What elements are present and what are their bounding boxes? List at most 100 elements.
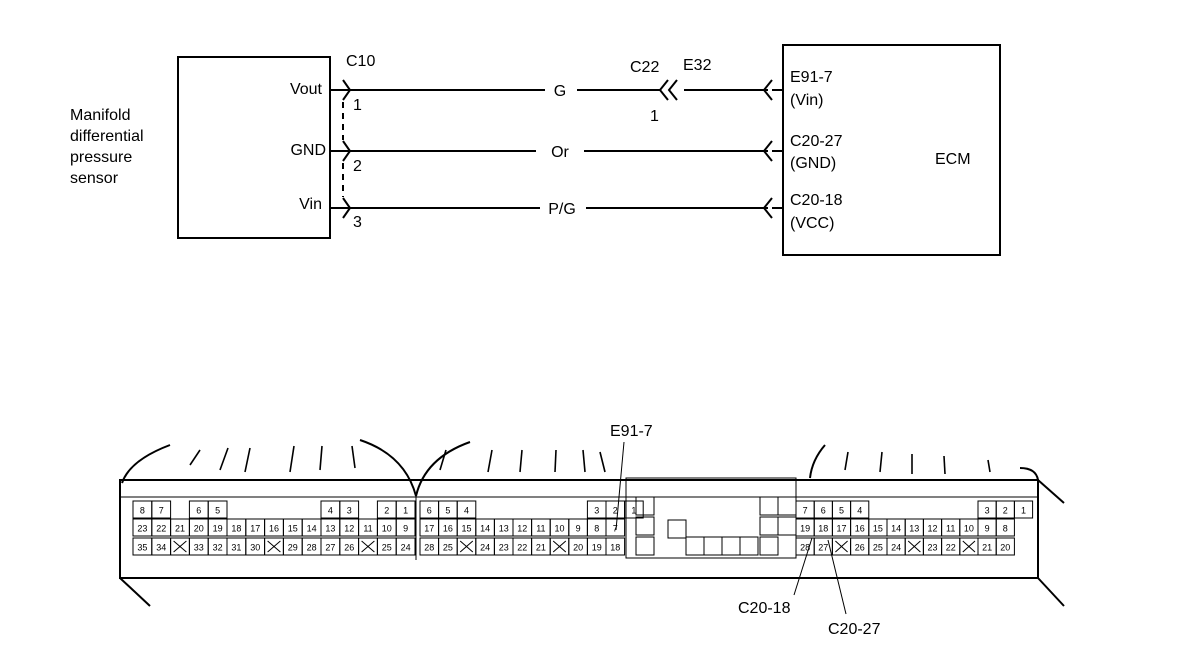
sensor-pin-gnd: GND bbox=[290, 142, 326, 159]
terminal-number: 7 bbox=[613, 524, 618, 534]
hood-tick bbox=[289, 445, 295, 473]
sensor-name-line-1: Manifold bbox=[70, 107, 130, 124]
ecm-terminal-symbol-3 bbox=[762, 197, 773, 219]
hood-tick bbox=[351, 445, 356, 469]
inline-connector-pin: 1 bbox=[650, 108, 659, 125]
ecm-terminal-symbol-2 bbox=[762, 140, 773, 162]
terminal-number: 3 bbox=[347, 506, 352, 516]
ecm-terminal-symbol-1 bbox=[762, 79, 773, 101]
empty-cavity-mark bbox=[835, 540, 848, 553]
callout-c20-18-leader bbox=[793, 537, 813, 596]
terminal-number: 3 bbox=[985, 506, 990, 516]
terminal-number: 23 bbox=[137, 524, 147, 534]
terminal-number: 1 bbox=[1021, 506, 1026, 516]
terminal-number: 2 bbox=[1003, 506, 1008, 516]
terminal-number: 2 bbox=[613, 506, 618, 516]
sensor-name-line-3: pressure bbox=[70, 149, 132, 166]
hood-tick bbox=[319, 445, 323, 471]
terminal-number: 22 bbox=[946, 543, 956, 553]
terminal-number: 1 bbox=[403, 506, 408, 516]
hood-tick bbox=[189, 449, 201, 466]
terminal-number: 19 bbox=[213, 524, 223, 534]
terminal-number: 28 bbox=[307, 543, 317, 553]
terminal-number: 10 bbox=[382, 524, 392, 534]
terminal-cell bbox=[456, 500, 477, 519]
callout-e91-7-leader bbox=[615, 441, 625, 531]
terminal-number: 5 bbox=[215, 506, 220, 516]
terminal-number: 19 bbox=[592, 543, 602, 553]
terminal-number: 21 bbox=[536, 543, 546, 553]
terminal-cell bbox=[850, 500, 870, 519]
terminal-cell bbox=[395, 518, 416, 537]
empty-cavity-mark bbox=[173, 540, 187, 553]
terminal-number: 23 bbox=[927, 543, 937, 553]
empty-cavity-mark bbox=[962, 540, 976, 553]
inline-connector-e32-symbol bbox=[667, 79, 678, 101]
ecm-terminal-c20-18-signal: (VCC) bbox=[790, 215, 834, 232]
terminal-number: 34 bbox=[156, 543, 166, 553]
terminal-number: 17 bbox=[250, 524, 260, 534]
callout-c20-27-leader bbox=[827, 539, 847, 615]
terminal-number: 15 bbox=[288, 524, 298, 534]
center-cavity bbox=[759, 516, 779, 536]
callout-c20-27: C20-27 bbox=[828, 621, 881, 638]
center-cavity bbox=[759, 536, 779, 556]
terminal-cell bbox=[624, 500, 644, 519]
c10-pin-2: 2 bbox=[353, 158, 362, 175]
terminal-number: 20 bbox=[194, 524, 204, 534]
terminal-number: 26 bbox=[855, 543, 865, 553]
hood-ticks bbox=[189, 445, 991, 475]
terminal-number: 20 bbox=[573, 543, 583, 553]
empty-cavity-mark bbox=[361, 540, 375, 553]
terminal-number: 7 bbox=[803, 506, 808, 516]
center-cavity bbox=[635, 516, 655, 536]
terminal-number: 10 bbox=[964, 524, 974, 534]
center-cavity bbox=[739, 536, 759, 556]
terminal-number: 12 bbox=[927, 524, 937, 534]
terminal-number: 17 bbox=[424, 524, 434, 534]
terminal-number: 25 bbox=[443, 543, 453, 553]
terminal-number: 4 bbox=[464, 506, 469, 516]
center-cavity bbox=[635, 496, 655, 516]
terminal-number: 7 bbox=[159, 506, 164, 516]
terminal-number: 18 bbox=[231, 524, 241, 534]
c10-pin-3: 3 bbox=[353, 214, 362, 231]
terminal-number: 4 bbox=[328, 506, 333, 516]
hood-arc-4 bbox=[809, 444, 826, 479]
hood-tick bbox=[943, 455, 946, 475]
terminal-number: 8 bbox=[140, 506, 145, 516]
ecm-terminal-e91-7-signal: (Vin) bbox=[790, 92, 824, 109]
terminal-number: 24 bbox=[401, 543, 411, 553]
center-cavity bbox=[667, 519, 687, 539]
terminal-number: 5 bbox=[839, 506, 844, 516]
terminal-number: 4 bbox=[857, 506, 862, 516]
terminal-number: 26 bbox=[344, 543, 354, 553]
terminal-number: 33 bbox=[194, 543, 204, 553]
terminal-number: 1 bbox=[631, 506, 636, 516]
terminal-number: 30 bbox=[250, 543, 260, 553]
terminal-number: 22 bbox=[156, 524, 166, 534]
terminal-cell bbox=[1013, 500, 1034, 519]
empty-cavity-mark bbox=[459, 540, 474, 553]
terminal-number: 21 bbox=[982, 543, 992, 553]
sensor-pin-vout: Vout bbox=[290, 81, 323, 98]
terminal-number: 13 bbox=[909, 524, 919, 534]
terminal-number: 25 bbox=[873, 543, 883, 553]
ecm-terminal-c20-27: C20-27 bbox=[790, 133, 843, 150]
terminal-number: 11 bbox=[946, 524, 955, 534]
wire-pg-label: P/G bbox=[548, 201, 576, 218]
center-key-block bbox=[625, 477, 797, 559]
hood-tick bbox=[582, 449, 586, 473]
terminal-number: 10 bbox=[554, 524, 564, 534]
terminal-number: 6 bbox=[427, 506, 432, 516]
terminal-number: 5 bbox=[445, 506, 450, 516]
empty-cavity-mark bbox=[907, 540, 921, 553]
terminal-number: 8 bbox=[594, 524, 599, 534]
terminal-number: 14 bbox=[307, 524, 317, 534]
terminal-cell bbox=[605, 518, 626, 537]
terminal-number: 32 bbox=[213, 543, 223, 553]
center-cavity bbox=[777, 496, 797, 516]
